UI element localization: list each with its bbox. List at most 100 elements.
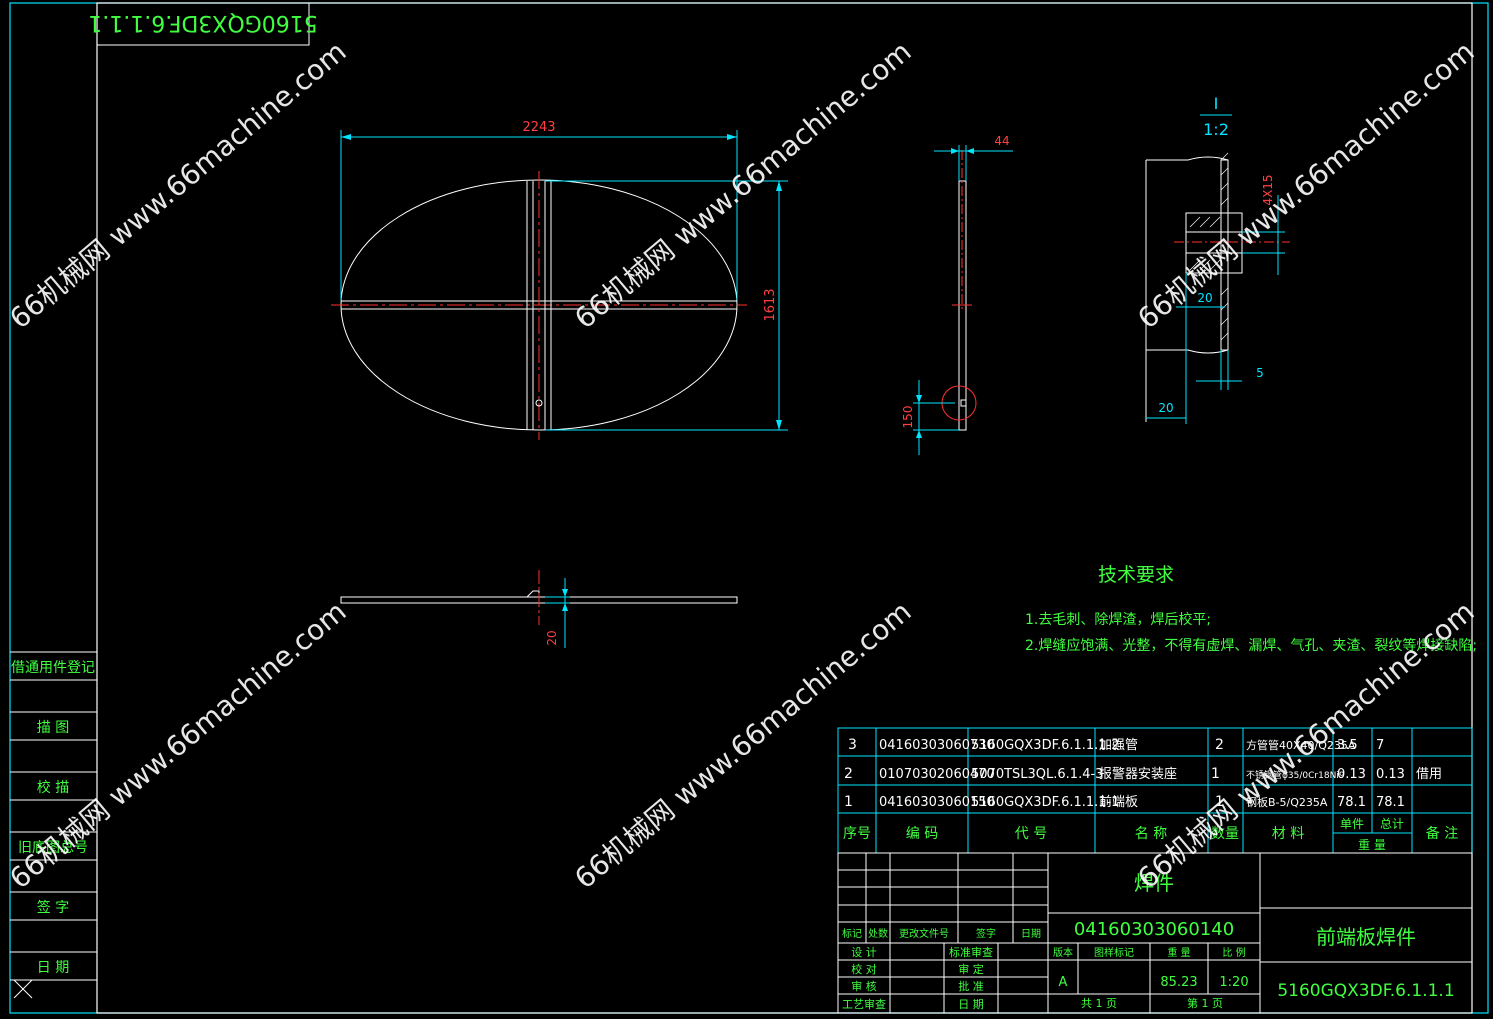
bom-r1-no: 2	[844, 766, 853, 782]
bom-r1-qty: 1	[1211, 766, 1220, 782]
dim-detail-c: 5	[1256, 366, 1264, 380]
bom-r1-drawing: 5070TSL3QL.6.1.4-3	[971, 767, 1103, 782]
rev-h-4: 日期	[1021, 928, 1041, 940]
title-block: 标记 处数 更改文件号 签字 日期 设 计 校 对 审 核 工艺审查 标准审查 …	[837, 852, 1473, 1014]
ucs-icon	[13, 979, 33, 999]
watermark-1: 66机械网 www.66machine.com	[3, 35, 352, 336]
bom-r0-no: 3	[848, 737, 857, 753]
scale-value: 1:20	[1219, 975, 1248, 990]
bom-r2-name: 前端板	[1099, 794, 1138, 810]
version-value: A	[1059, 975, 1068, 990]
rotated-drawing-code: 5160GQX3DF.6.1.1.1	[88, 10, 317, 35]
rev-h-0: 标记	[842, 928, 862, 940]
bom-r2-material: 钢板B-5/Q235A	[1246, 795, 1328, 809]
bom-r2-drawing: 5160GQX3DF.6.1.1.1-1	[971, 795, 1120, 810]
detail-view: I 1:2 4X15 20 5 20	[1145, 94, 1290, 424]
dim-side-bottom: 150	[901, 406, 915, 429]
info-h-2: 重 量	[1167, 946, 1190, 959]
bom-r2-no: 1	[844, 794, 853, 810]
bom-r0-code: 04160303060730	[879, 738, 995, 753]
bom-h-drawing: 代 号	[1015, 826, 1047, 842]
bom-r0-unit: 3.5	[1337, 738, 1358, 753]
watermark-4: 66机械网 www.66machine.com	[3, 595, 352, 896]
strip-label-3: 旧底图总号	[18, 840, 88, 856]
rev-h-1: 处数	[868, 927, 888, 940]
bom-r0-drawing: 5160GQX3DF.6.1.1.1-2	[971, 738, 1120, 753]
bom-r2-unit: 78.1	[1337, 795, 1366, 810]
bom-r1-note: 借用	[1416, 767, 1442, 782]
bom-r0-qty: 2	[1215, 737, 1224, 753]
role-right-1: 审 定	[958, 962, 984, 976]
sheet-total: 共 1 页	[1081, 997, 1117, 1010]
tech-requirements: 技术要求 1.去毛刺、除焊渣，焊后校平; 2.焊缝应饱满、光整，不得有虚焊、漏焊…	[1025, 564, 1477, 654]
weld-type: 焊件	[1134, 871, 1174, 895]
watermarks: 66机械网 www.66machine.com 66机械网 www.66mach…	[3, 35, 1480, 896]
dim-front-width: 2243	[522, 120, 555, 135]
strip-label-2: 校 描	[37, 779, 69, 796]
front-view: 2243 1613	[331, 120, 788, 440]
detail-scale: 1:2	[1203, 120, 1229, 139]
dim-detail-a: 4X15	[1261, 174, 1275, 205]
bom-h-code: 编 码	[906, 826, 938, 842]
dim-detail-b: 20	[1197, 291, 1212, 305]
bom-r1-material: 不锈钢管φ35/0Cr18Ni9	[1246, 769, 1345, 781]
bom-h-name: 名 称	[1135, 826, 1167, 842]
bom-table: 3 04160303060730 5160GQX3DF.6.1.1.1-2 加强…	[837, 727, 1473, 854]
info-h-1: 图样标记	[1094, 946, 1134, 959]
tech-title: 技术要求	[1098, 564, 1174, 586]
bom-r2-total: 78.1	[1376, 795, 1405, 810]
side-view: 44 150	[901, 134, 1013, 455]
bom-r1-unit: 0.13	[1337, 767, 1366, 782]
role-right-0: 标准审查	[949, 945, 993, 959]
watermark-5: 66机械网 www.66machine.com	[568, 595, 917, 896]
bom-h-no: 序号	[843, 826, 871, 842]
part-name: 前端板焊件	[1316, 925, 1416, 949]
bom-r1-name: 报警器安装座	[1099, 766, 1177, 782]
watermark-2: 66机械网 www.66machine.com	[568, 35, 917, 336]
dim-bottom-height: 20	[545, 630, 559, 645]
bom-r0-total: 7	[1376, 738, 1384, 753]
bottom-view: 20	[340, 570, 738, 648]
weight-value: 85.23	[1160, 975, 1197, 990]
info-h-0: 版本	[1053, 946, 1073, 959]
role-right-3: 日 期	[958, 998, 984, 1011]
strip-label-5: 日 期	[37, 960, 69, 976]
bom-r2-qty: 1	[1215, 794, 1224, 810]
tech-item-1: 1.去毛刺、除焊渣，焊后校平;	[1025, 611, 1211, 628]
bom-h-material: 材 料	[1272, 826, 1304, 842]
role-left-2: 审 核	[851, 979, 877, 993]
tech-item-2: 2.焊缝应饱满、光整，不得有虚焊、漏焊、气孔、夹渣、裂纹等焊接缺陷;	[1025, 637, 1477, 654]
left-strip: 借通用件登记 描 图 校 描 旧底图总号 签 字 日 期	[10, 651, 97, 999]
bom-r1-total: 0.13	[1376, 767, 1405, 782]
role-right-2: 批 准	[958, 979, 984, 993]
strip-label-0: 借通用件登记	[11, 660, 95, 676]
info-h-3: 比 例	[1222, 946, 1245, 959]
role-left-0: 设 计	[851, 946, 877, 959]
bom-r2-code: 04160303060150	[879, 795, 995, 810]
inner-frame	[96, 2, 1473, 1014]
bom-h-note: 备 注	[1426, 825, 1458, 842]
dim-front-height: 1613	[763, 288, 778, 321]
dim-side-thickness: 44	[994, 134, 1009, 148]
role-left-3: 工艺审查	[842, 997, 886, 1011]
bom-r1-code: 01070302060470	[879, 767, 995, 782]
rev-h-2: 更改文件号	[899, 927, 949, 940]
rev-h-3: 签字	[976, 927, 996, 940]
role-left-1: 校 对	[851, 962, 877, 976]
bom-r0-material: 方管管40X40/Q235A	[1246, 738, 1356, 752]
dim-detail-d: 20	[1158, 401, 1173, 415]
rotated-code-box	[96, 2, 310, 46]
watermark-3: 66机械网 www.66machine.com	[1131, 35, 1480, 336]
sheet-no: 第 1 页	[1187, 996, 1223, 1010]
bom-h-total: 总计	[1380, 817, 1404, 831]
weld-code: 04160303060140	[1074, 919, 1234, 940]
strip-label-4: 签 字	[37, 899, 69, 916]
bom-h-unit: 单件	[1340, 817, 1364, 831]
strip-label-1: 描 图	[37, 720, 69, 736]
bom-r0-name: 加强管	[1099, 738, 1138, 753]
bom-h-weight: 重 量	[1358, 838, 1386, 852]
drawing-no: 5160GQX3DF.6.1.1.1	[1277, 981, 1454, 1001]
detail-name: I	[1214, 94, 1219, 113]
bom-h-qty: 数量	[1211, 826, 1239, 842]
